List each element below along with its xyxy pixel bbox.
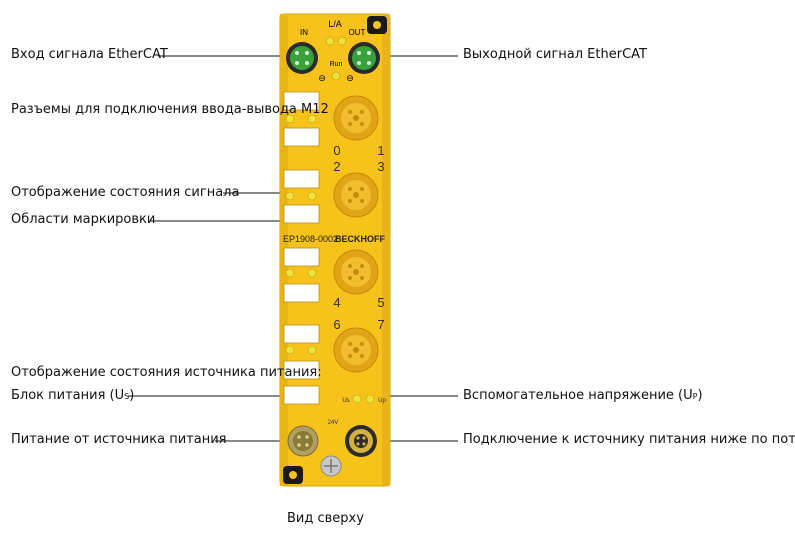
channel-4-label: 4: [333, 295, 340, 310]
figure-caption: Вид сверху: [287, 511, 364, 526]
label-ethercat-out: Выходной сигнал EtherCAT: [463, 47, 647, 62]
us-led-label: Us: [342, 398, 349, 404]
label-power-feed: Питание от источника питания: [11, 432, 227, 447]
label-power-status-heading: Отображение состояния источника питания:: [11, 365, 322, 380]
label-us-supply: Блок питания (US): [11, 388, 135, 403]
label-power-downstream: Подключение к источнику питания ниже по …: [463, 432, 795, 447]
out-label: OUT: [349, 28, 366, 37]
signal-status-leds: [285, 114, 317, 355]
in-arrow-symbol: ⊖: [318, 74, 326, 84]
label-marking-areas: Области маркировки: [11, 212, 156, 227]
m12-connectors: [333, 95, 379, 373]
power-in-connector: [287, 425, 319, 457]
channel-1-label: 1: [377, 143, 384, 158]
label-signal-status: Отображение состояния сигнала: [11, 185, 240, 200]
power-out-connector: [345, 425, 377, 457]
in-label: IN: [300, 28, 308, 37]
channel-2-label: 2: [333, 159, 340, 174]
channel-0-label: 0: [333, 143, 340, 158]
la-label: L/A: [328, 19, 342, 29]
brand-logo-text: BECKHOFF: [335, 234, 385, 244]
run-label: Run: [330, 61, 343, 68]
out-arrow-symbol: ⊖: [346, 74, 354, 84]
channel-7-label: 7: [377, 317, 384, 332]
label-up-aux-voltage: Вспомогательное напряжение (UP): [463, 388, 703, 403]
channel-6-label: 6: [333, 317, 340, 332]
marking-areas: [283, 91, 320, 405]
ethercat-in-connector: [286, 42, 318, 74]
model-number: EP1908-0002: [283, 234, 338, 244]
channel-5-label: 5: [377, 295, 384, 310]
power-24v-label: 24V: [328, 420, 339, 426]
up-led-label: Up: [378, 398, 386, 404]
label-ethercat-in: Вход сигнала EtherCAT: [11, 47, 168, 62]
label-m12-connectors: Разъемы для подключения ввода-вывода M12: [11, 102, 329, 117]
channel-3-label: 3: [377, 159, 384, 174]
ground-screw: [320, 455, 342, 477]
ethercat-out-connector: [348, 42, 380, 74]
power-status-leds: [352, 394, 375, 404]
ethercat-status-leds: [325, 36, 347, 81]
